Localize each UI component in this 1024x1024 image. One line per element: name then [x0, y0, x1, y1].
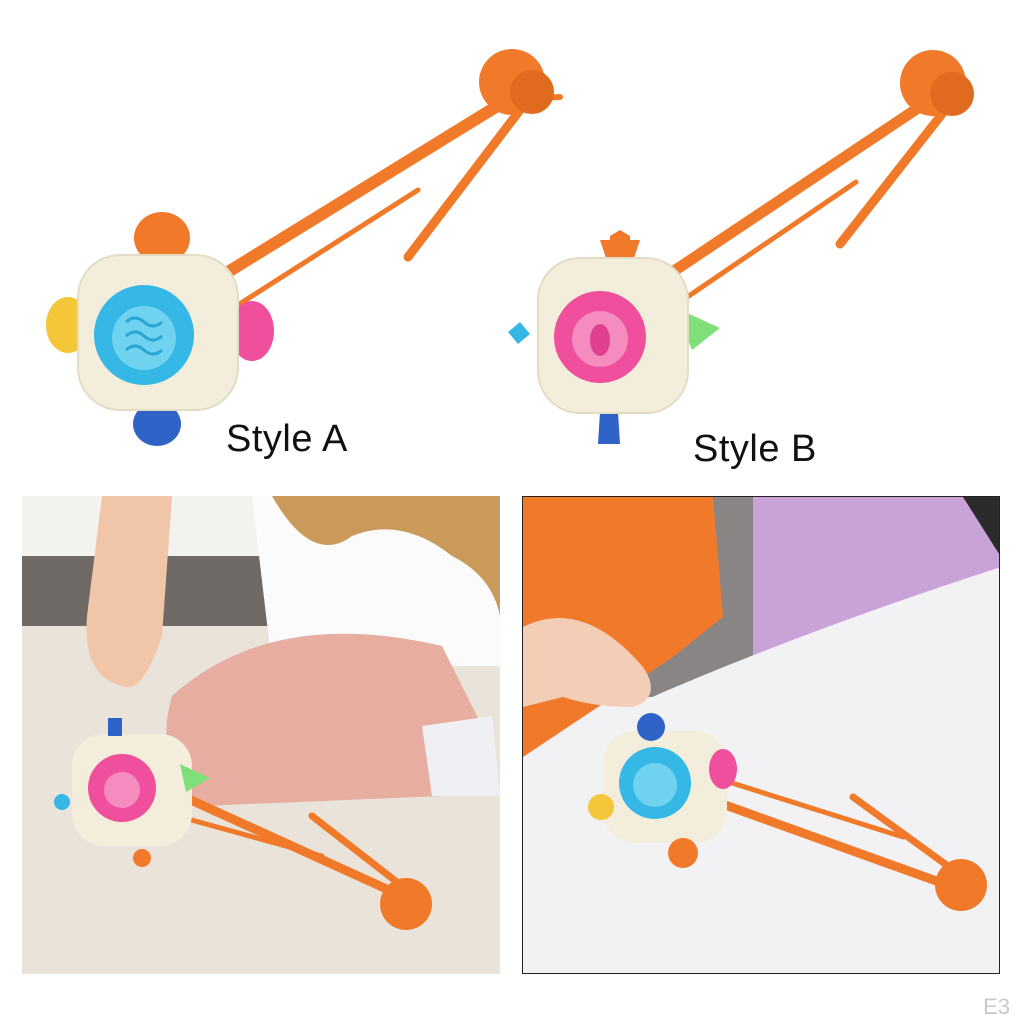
style-b-label: Style B	[693, 428, 817, 470]
child-arm	[86, 496, 172, 688]
product-style-b	[508, 50, 974, 444]
left-knob	[508, 322, 530, 344]
suction-cup	[479, 49, 554, 115]
right-knob	[230, 301, 274, 361]
bottom-knob	[598, 412, 620, 444]
lifestyle-photo-carpet	[22, 496, 500, 974]
pull-strap	[662, 94, 947, 305]
child-hand	[523, 618, 651, 707]
lifestyle-photo-table	[522, 496, 1000, 974]
product-style-a	[46, 49, 563, 446]
bottom-knob	[133, 402, 181, 446]
watermark: E3	[983, 994, 1010, 1019]
child-legs	[166, 633, 482, 806]
style-a-label: Style A	[226, 418, 348, 460]
face-center	[112, 306, 176, 370]
top-knob	[134, 212, 190, 264]
child-hair	[272, 496, 500, 616]
table-surface	[523, 567, 999, 973]
child-purple-shirt	[753, 497, 999, 657]
suction-cup	[900, 50, 974, 116]
